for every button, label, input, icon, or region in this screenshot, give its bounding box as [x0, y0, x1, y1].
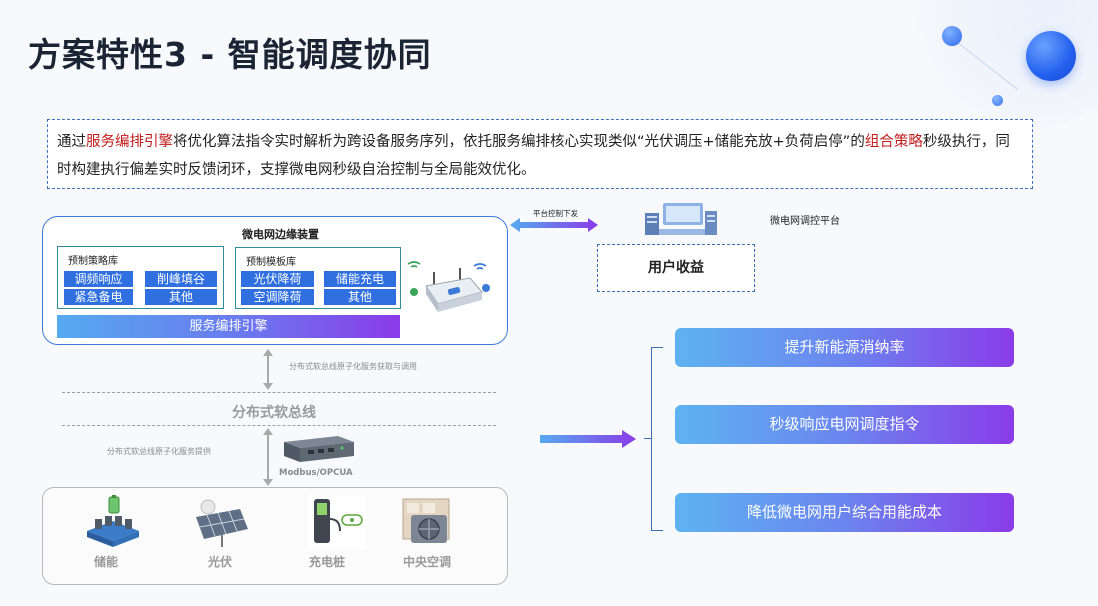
bus-divider: [62, 392, 496, 393]
device-label-storage: 储能: [94, 555, 119, 569]
intro-highlight: 组合策略: [864, 134, 923, 150]
intro-highlight: 服务编排引擎: [86, 134, 173, 150]
bus-provide-note: 分布式软总线原子化服务提供: [107, 447, 211, 456]
template-chip: 光伏降荷: [241, 271, 314, 287]
strategy-chip: 紧急备电: [64, 289, 133, 305]
intro-text: 秒级执行，同时构建执行偏差实时反馈闭环，支撑微电网秒级自治控制与全局能效优化。: [57, 134, 1010, 178]
gateway-device-icon: [284, 436, 354, 462]
right-arrow-icon: [540, 430, 636, 448]
template-library-title: 预制模板库: [246, 257, 296, 268]
benefits-bracket-tick: [644, 438, 652, 439]
bus-acquire-note: 分布式软总线原子化服务获取与调用: [289, 362, 417, 371]
strategy-chip: 调频响应: [64, 271, 133, 287]
central-ac-icon: [402, 498, 450, 543]
platform-name: 微电网调控平台: [770, 216, 840, 227]
template-chip: 空调降荷: [241, 289, 314, 305]
charging-pile-icon: [308, 495, 366, 549]
edge-router-icon: [407, 261, 490, 312]
bidirectional-arrow-icon: [510, 218, 598, 232]
solar-panel-icon: [196, 499, 248, 547]
decorative-dot-small: [992, 95, 1003, 106]
intro-text: 通过: [57, 134, 86, 150]
benefits-bracket: [651, 347, 663, 531]
battery-storage-icon: [87, 495, 139, 547]
orchestration-engine-bar: 服务编排引擎: [57, 315, 400, 338]
decorative-dot: [942, 26, 962, 46]
intro-text: 将优化算法指令实时解析为跨设备服务序列，依托服务编排核心实现类似“光伏调压+储能…: [173, 134, 865, 150]
bus-down-arrow-icon: [263, 428, 273, 486]
decorative-sphere: [1026, 31, 1076, 81]
benefit-card: 降低微电网用户综合用能成本: [675, 493, 1014, 532]
template-chip: 其他: [324, 289, 396, 305]
device-label-solar: 光伏: [208, 555, 233, 569]
strategy-chip: 其他: [145, 289, 217, 305]
platform-server-icon: [645, 203, 717, 235]
page-title: 方案特性3 - 智能调度协同: [28, 35, 432, 74]
strategy-library-title: 预制策略库: [68, 256, 118, 267]
edge-device-title: 微电网边缘装置: [242, 228, 319, 241]
benefit-card: 秒级响应电网调度指令: [675, 405, 1014, 444]
platform-arrow-label: 平台控制下发: [533, 209, 578, 218]
intro-box: 通过服务编排引擎将优化算法指令实时解析为跨设备服务序列，依托服务编排核心实现类似…: [47, 119, 1033, 189]
device-label-charger: 充电桩: [309, 555, 346, 569]
template-chip: 储能充电: [324, 271, 396, 287]
bus-divider: [62, 425, 496, 426]
benefit-card: 提升新能源消纳率: [675, 328, 1014, 367]
user-revenue-box: 用户收益: [597, 244, 755, 292]
device-label-hvac: 中央空调: [403, 555, 452, 569]
bus-up-arrow-icon: [263, 349, 273, 390]
strategy-chip: 削峰填谷: [145, 271, 217, 287]
protocol-label: Modbus/OPCUA: [279, 468, 353, 478]
bus-label: 分布式软总线: [232, 405, 316, 421]
